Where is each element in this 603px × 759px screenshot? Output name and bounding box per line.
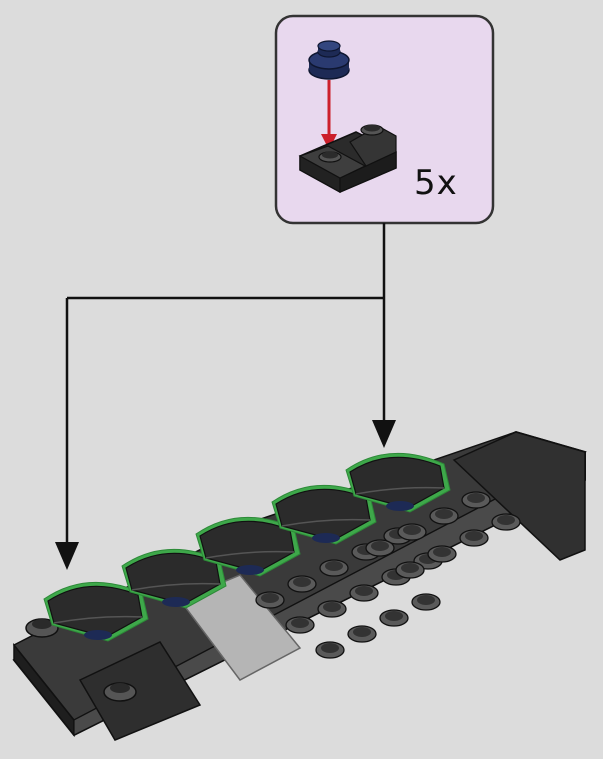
stud-top xyxy=(323,602,341,612)
stud-top xyxy=(417,595,435,605)
curved-slope-part xyxy=(345,452,451,513)
stud-top xyxy=(403,525,421,535)
stud-top xyxy=(293,577,311,587)
stud-top xyxy=(291,618,309,628)
curved-slope-part xyxy=(271,484,377,545)
base-studs xyxy=(255,491,521,659)
stud-top xyxy=(355,586,373,596)
stud-top xyxy=(465,531,483,541)
curved-slope-part xyxy=(43,581,149,642)
stud-top xyxy=(321,643,339,653)
new-parts xyxy=(43,452,451,642)
curved-slope-part xyxy=(195,516,301,577)
stud-top xyxy=(325,561,343,571)
round-plate-icon xyxy=(308,40,350,80)
arrow-head-right xyxy=(372,420,396,448)
stud-top xyxy=(497,515,515,525)
stud-top xyxy=(261,593,279,603)
curved-slope-part xyxy=(121,548,227,609)
stud-top xyxy=(467,493,485,503)
stud-top xyxy=(433,547,451,557)
slope-brick-icon xyxy=(298,124,397,194)
arrow-head-left xyxy=(55,542,79,570)
stud-top xyxy=(371,541,389,551)
stud-top xyxy=(435,509,453,519)
quantity-label: 5x xyxy=(414,163,458,203)
stud-top xyxy=(385,611,403,621)
subassembly-callout xyxy=(274,14,495,225)
callout-connectors xyxy=(65,223,386,548)
placement-arrow-icon xyxy=(321,80,337,150)
stud-top xyxy=(401,563,419,573)
stud-top xyxy=(353,627,371,637)
